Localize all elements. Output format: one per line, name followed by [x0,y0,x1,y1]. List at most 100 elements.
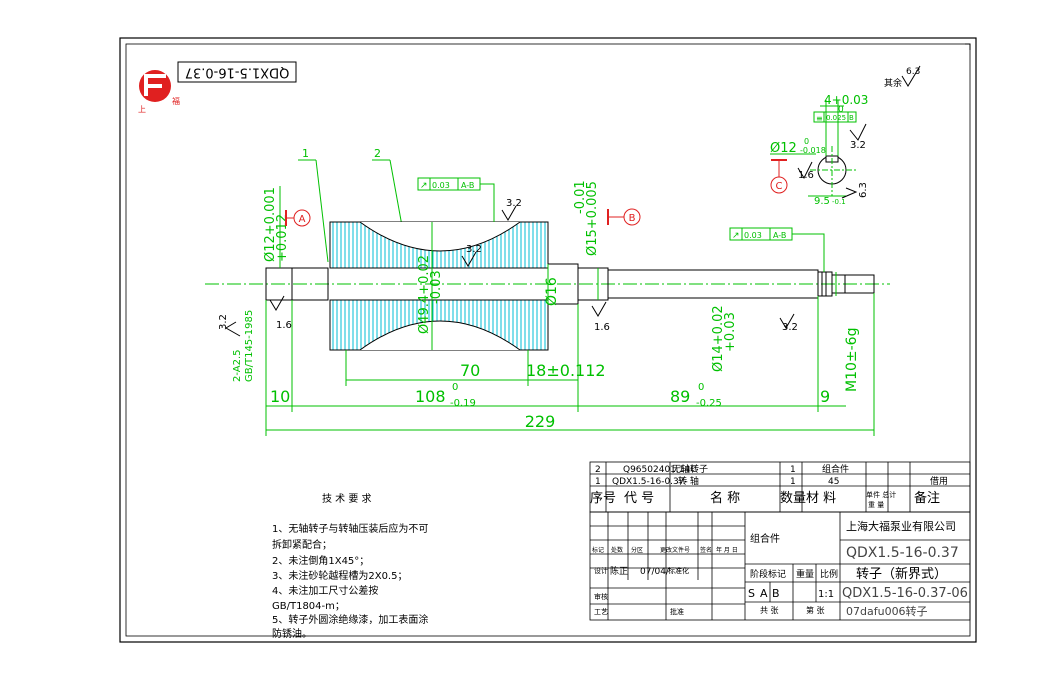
dim-108: 108 [415,387,446,406]
gb-note: GB/T145-1985 [244,310,255,382]
tb-scale-label: 比例 [820,568,838,580]
tb-code: QDX1.5-16-0.37 [846,545,959,561]
balloon-1: 1 [302,147,309,160]
dim-229: 229 [525,412,556,431]
tb-weight-label: 重量 [796,568,814,580]
dia-49: Ø49.4+0.02 [417,255,432,334]
bom-1-no: 1 [595,477,601,487]
tb-date: 07/04/ [640,567,670,577]
tb-stage-s: S [748,587,755,600]
surface-note: 其余 [884,77,902,89]
bom-row-1: 1 QDX1.5-16-0.37- 转 轴 1 45 借用 [595,475,948,487]
section-95: 9.5 [814,196,830,207]
note-line-3: 2、未注倒角1X45°； [272,554,369,567]
bom-head-wt2: 重 量 [868,501,884,509]
note-line-5: 4、未注加工尺寸公差按 [272,584,378,597]
bom-2-name: 无轴转子 [672,463,708,475]
roughness-9: 3.2 [850,140,866,151]
datum-b-label: B [629,213,636,224]
roughness-2: 3.2 [466,244,482,255]
dim-108-upper: 0 [452,382,458,393]
note-line-1: 1、无轴转子与转轴压装后应为不可 [272,522,428,535]
roughness-6: 3.2 [218,314,229,330]
title-block [589,511,971,621]
note-line-7: 5、转子外圆涂绝缘漆，加工表面涂 [272,613,428,626]
roughness-5: 3.2 [782,322,798,333]
balloon-2: 2 [374,147,381,160]
tb-assembly: 组合件 [750,532,780,545]
bom-head-qty: 数量 [780,491,806,506]
dia-12-b: +0.012 [275,214,290,262]
dia-16: Ø16 [544,277,560,306]
surface-note-value: 6.3 [906,67,920,77]
tb-mark-3: 更改文件号 [660,546,690,554]
dim-70: 70 [460,361,480,380]
roughness-marks [225,205,795,337]
roughness-7: 1.6 [798,170,814,181]
tol-2-ref: A-B [773,231,786,240]
datum-a: A [285,209,311,227]
tol-2-sym: ↗ [732,231,740,241]
section-tol-sym: ≡ [816,114,823,123]
tb-process: 工艺 [594,608,608,616]
dim-89: 89 [670,387,690,406]
tb-mark-5: 年 月 日 [716,546,738,554]
datum-c-label: C [776,181,783,192]
tb-design: 设计 [594,566,608,575]
bom-1-qty: 1 [790,477,796,487]
bom-head-seq: 序号 [590,491,616,506]
bom-head-note: 备注 [914,490,940,506]
datum-b: B [607,208,641,226]
dim-18: 18±0.112 [526,361,606,380]
dimension-lines [265,186,875,436]
bom-row-2: 2 Q96502401.14C 无轴转子 1 组合件 [595,463,849,475]
tb-stage-b: B [772,587,780,600]
tol-1-sym: ↗ [420,181,428,191]
tb-sheets: 共 张 [760,606,779,615]
dim-89-upper: 0 [698,382,704,393]
m10-thread: M10±-6g [844,328,860,392]
tol-2-val: 0.03 [744,231,762,240]
dim-9: 9 [820,387,830,406]
note-line-2: 拆卸紧配合； [272,538,332,551]
key-width: 4+0.03 [824,93,868,107]
tol-1-ref: A-B [461,181,474,190]
note-line-6: GB/T1804-m； [272,601,345,612]
dia-49-b: -0.03 [429,270,444,304]
svg-text:上: 上 [138,105,146,114]
roughness-1: 3.2 [506,198,522,209]
bom-head-code: 代 号 [624,491,654,506]
part-balloons: 1 2 [298,147,403,263]
tb-approve: 批准 [670,607,684,616]
tb-designer: 陈正 [610,565,628,577]
section-tol-val: 0.025 [826,114,846,122]
bom-2-code: Q96502401.14C [623,465,697,475]
bom-head-wt: 单件 总计 [866,490,896,499]
tb-stage-label: 阶段标记 [750,568,786,580]
tb-mark-2: 分区 [631,546,643,554]
roughness-symbol [901,65,921,87]
notes-title: 技 术 要 求 [322,492,372,505]
inner-border [125,43,971,637]
dim-89-lower: -0.25 [696,398,722,409]
code-box [177,61,297,83]
tb-mark-4: 签名 [700,546,712,554]
section-95-lower: -0.1 [832,198,846,206]
diameter-labels: Ø12+0.001 +0.012 Ø49.4+0.02 -0.03 Ø16 Ø1… [232,180,860,392]
tol-1-val: 0.03 [432,181,450,190]
tolerance-frame-2: ↗ 0.03 A-B [729,227,825,272]
bom-1-code: QDX1.5-16-0.37- [612,477,688,487]
dia-15: Ø15+0.005 [585,181,600,256]
bom-2-mat: 组合件 [822,463,849,475]
bom-borrow: 借用 [930,475,948,487]
company-logo: 上 福 [138,70,180,114]
tb-stage-a: A [760,587,768,600]
section-view [770,100,867,199]
tb-review: 审核 [594,592,608,601]
roughness-3: 1.6 [276,320,292,331]
bom-head-mat: 材 料 [806,491,836,506]
bom-head-name: 名 称 [710,490,740,506]
note-line-4: 3、未注砂轮越程槽为2X0.5； [272,569,407,582]
shaft [265,263,875,305]
